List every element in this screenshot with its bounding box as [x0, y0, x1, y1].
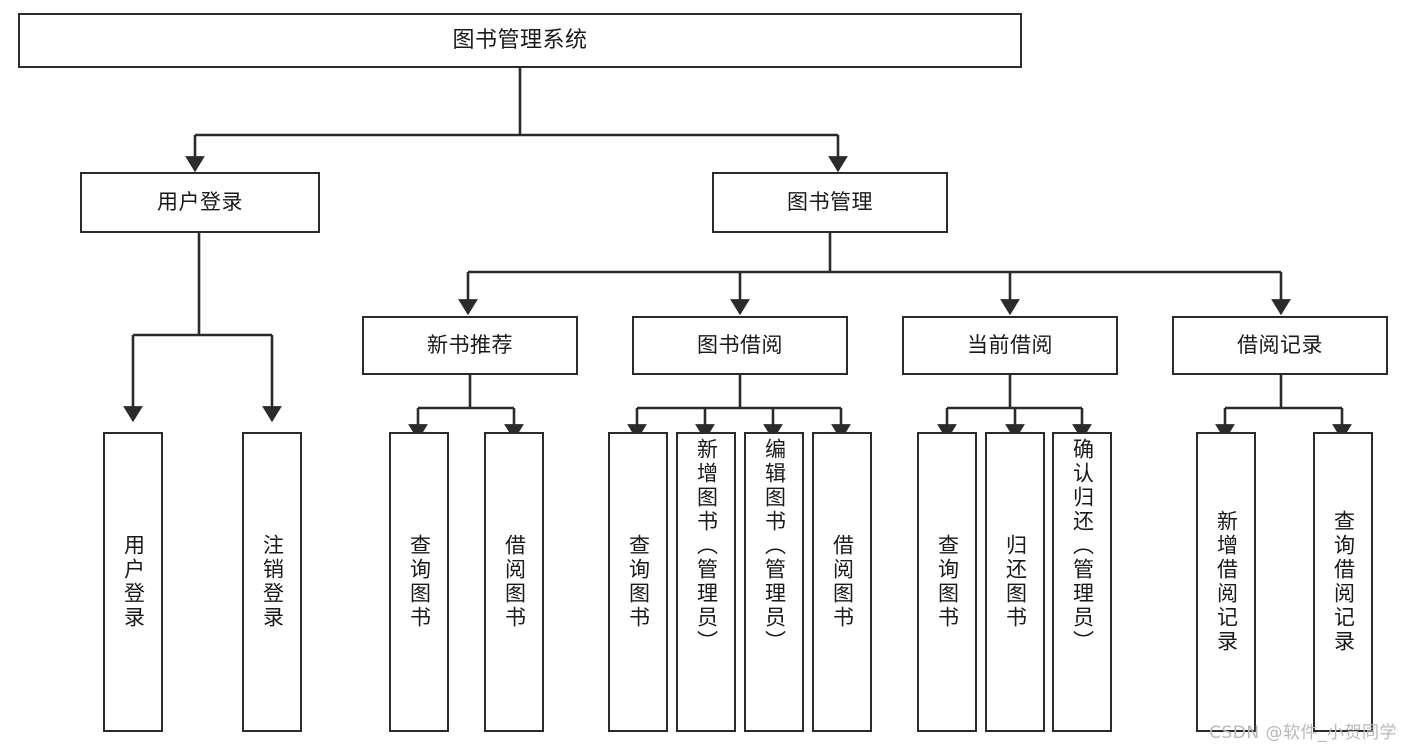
node-book-management[interactable]: 图书管理	[712, 172, 948, 233]
node-label: 借阅图书	[830, 534, 855, 630]
node-book-borrow[interactable]: 图书借阅	[632, 316, 848, 375]
csdn-watermark: CSDN @软件_小贺同学	[1209, 723, 1397, 743]
node-label: 查询图书	[626, 534, 651, 630]
node-new-book-recommend[interactable]: 新书推荐	[362, 316, 578, 375]
node-label: 归还图书	[1003, 534, 1028, 630]
leaf-user-login-login[interactable]: 用户登录	[103, 432, 163, 732]
leaf-new-book-borrow-book[interactable]: 借阅图书	[484, 432, 544, 732]
node-label: 注销登录	[260, 534, 285, 630]
leaf-book-borrow-edit-book-admin[interactable]: 编辑图书（管理员）	[744, 432, 804, 732]
node-label: 用户登录	[157, 190, 243, 215]
node-current-borrow[interactable]: 当前借阅	[902, 316, 1118, 375]
node-label: 查询图书	[407, 534, 432, 630]
node-label: 当前借阅	[967, 333, 1053, 358]
node-label: 图书借阅	[697, 333, 783, 358]
leaf-current-borrow-query-book[interactable]: 查询图书	[917, 432, 977, 732]
node-label: 编辑图书（管理员）	[762, 438, 787, 654]
leaf-current-borrow-confirm-return-admin[interactable]: 确认归还（管理员）	[1052, 432, 1112, 732]
node-label: 图书管理系统	[452, 27, 588, 53]
node-label: 图书管理	[787, 190, 873, 215]
node-root-book-management-system[interactable]: 图书管理系统	[18, 13, 1022, 68]
node-label: 借阅记录	[1237, 333, 1323, 358]
node-label: 查询图书	[935, 534, 960, 630]
leaf-new-book-query-book[interactable]: 查询图书	[389, 432, 449, 732]
leaf-user-login-logout[interactable]: 注销登录	[242, 432, 302, 732]
leaf-current-borrow-return-book[interactable]: 归还图书	[985, 432, 1045, 732]
leaf-borrow-record-query-record[interactable]: 查询借阅记录	[1313, 432, 1373, 732]
node-user-login[interactable]: 用户登录	[80, 172, 320, 233]
leaf-book-borrow-add-book-admin[interactable]: 新增图书（管理员）	[676, 432, 736, 732]
node-label: 新增图书（管理员）	[694, 438, 719, 654]
leaf-book-borrow-borrow-book[interactable]: 借阅图书	[812, 432, 872, 732]
leaf-book-borrow-query-book[interactable]: 查询图书	[608, 432, 668, 732]
node-label: 新书推荐	[427, 333, 513, 358]
node-label: 新增借阅记录	[1214, 510, 1239, 654]
node-label: 查询借阅记录	[1331, 510, 1356, 654]
node-label: 用户登录	[121, 534, 146, 630]
node-label: 确认归还（管理员）	[1070, 438, 1095, 654]
leaf-borrow-record-add-record[interactable]: 新增借阅记录	[1196, 432, 1256, 732]
node-label: 借阅图书	[502, 534, 527, 630]
node-borrow-record[interactable]: 借阅记录	[1172, 316, 1388, 375]
